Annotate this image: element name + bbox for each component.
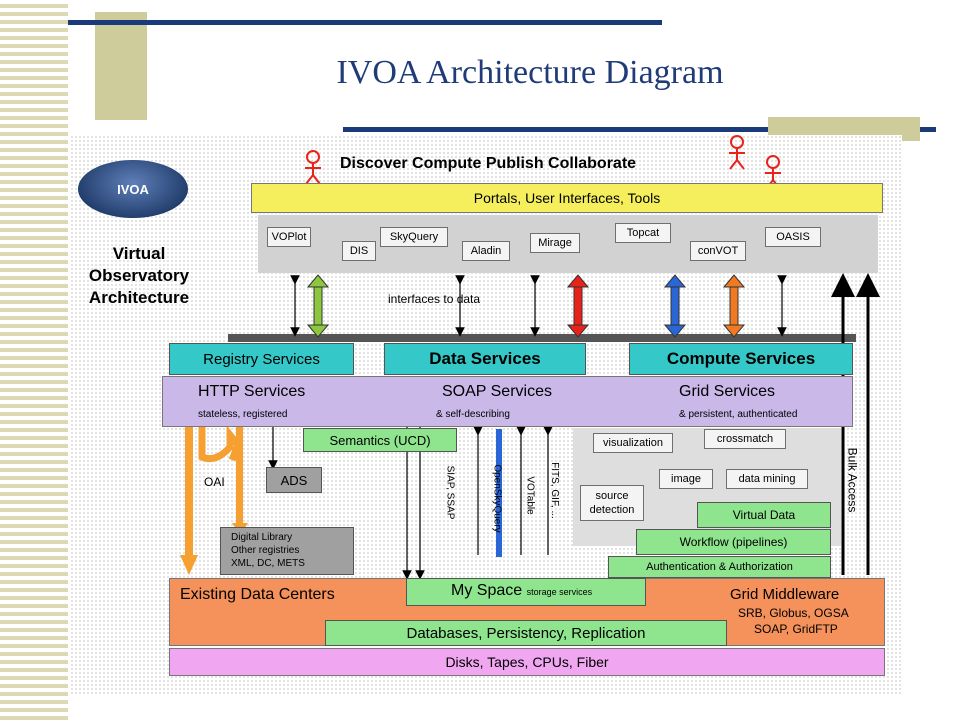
slide-title: IVOA Architecture Diagram: [336, 54, 724, 91]
soap-services: SOAP Services: [442, 383, 552, 400]
service-bus-bar: [228, 334, 856, 342]
grid-services: Grid Services: [679, 383, 776, 400]
virtual-data-box: Virtual Data: [697, 502, 831, 528]
label-line: Observatory: [88, 266, 190, 285]
logo-text: IVOA: [117, 181, 149, 197]
green-arrow-icon: [306, 274, 330, 338]
tool-dis: DIS: [342, 241, 376, 261]
votable-label: VOTable: [524, 476, 536, 515]
tool-oasis: OASIS: [765, 227, 821, 247]
http-services: HTTP Services: [198, 383, 306, 400]
myspace-box: My Space storage services: [406, 578, 646, 606]
compute-line: source: [595, 490, 629, 502]
myspace-title: My Space: [451, 582, 523, 599]
siap-ssap-label: SIAP, SSAP: [444, 465, 456, 520]
tool-voplot: VOPlot: [267, 227, 311, 247]
portals-bar: Portals, User Interfaces, Tools: [251, 183, 883, 213]
compute-services: Compute Services: [629, 343, 853, 375]
disks-bar: Disks, Tapes, CPUs, Fiber: [169, 648, 885, 676]
orange-arrow-icon: [722, 274, 746, 338]
header-text: Discover Compute Publish Collaborate: [340, 155, 637, 172]
tool-convot: conVOT: [690, 241, 746, 261]
compute-visualization: visualization: [593, 433, 673, 453]
blue-arrow-icon: [663, 274, 687, 338]
selfdesc-note: & self-describing: [436, 409, 510, 420]
ivoa-logo: IVOA: [78, 160, 188, 218]
user-figure-icon: [305, 150, 321, 185]
persistent-note: & persistent, authenticated: [679, 409, 798, 420]
workflow-box: Workflow (pipelines): [636, 529, 831, 555]
compute-data-mining: data mining: [726, 469, 808, 489]
tool-mirage: Mirage: [530, 233, 580, 253]
ads-box: ADS: [266, 467, 322, 493]
tool-aladin: Aladin: [462, 241, 510, 261]
compute-line: detection: [589, 504, 635, 516]
interfaces-label: interfaces to data: [388, 292, 481, 306]
dl-line: Other registries: [231, 545, 300, 556]
architecture-diagram: IVOA Virtual Observatory Architecture Di…: [70, 135, 902, 695]
digital-library-box: Digital Library Other registries XML, DC…: [220, 527, 354, 575]
oai-label: OAI: [204, 475, 225, 489]
slide-bar-top: [68, 20, 662, 25]
data-services: Data Services: [384, 343, 586, 375]
middleware-detail: SRB, Globus, OGSA: [738, 606, 849, 620]
middleware-detail: SOAP, GridFTP: [754, 622, 838, 636]
slide-stripes: [0, 0, 68, 720]
slide-bar-bottom: [343, 127, 936, 132]
slide-tan-block-top: [95, 12, 147, 120]
protocol-services-band: [162, 376, 853, 427]
bulk-access-label: Bulk Access: [845, 447, 860, 513]
grid-middleware: Grid Middleware: [730, 586, 840, 603]
arrow-layer: [180, 135, 880, 580]
compute-crossmatch: crossmatch: [704, 429, 786, 449]
user-figure-icon: [729, 135, 745, 170]
auth-box: Authentication & Authorization: [608, 556, 831, 578]
openskyquery-label: OpenSkyQuery: [491, 464, 503, 533]
stateless-note: stateless, registered: [198, 409, 288, 420]
label-line: Architecture: [88, 288, 190, 307]
myspace-sub: storage services: [526, 587, 593, 597]
semantics-box: Semantics (UCD): [303, 428, 457, 452]
tool-skyquery: SkyQuery: [380, 227, 448, 247]
label-line: Virtual: [112, 244, 166, 263]
databases-box: Databases, Persistency, Replication: [325, 620, 727, 646]
registry-services: Registry Services: [169, 343, 354, 375]
dl-line: Digital Library: [231, 532, 293, 543]
compute-source-detection: source detection: [580, 485, 644, 521]
tool-topcat: Topcat: [615, 223, 671, 243]
left-architecture-label: Virtual Observatory Architecture: [74, 243, 204, 309]
red-arrow-icon: [566, 274, 590, 338]
compute-image: image: [659, 469, 713, 489]
existing-data-centers: Existing Data Centers: [180, 586, 335, 603]
fits-gif-label: FITS, GIF, ...: [548, 462, 560, 519]
dl-line: XML, DC, METS: [231, 558, 305, 569]
